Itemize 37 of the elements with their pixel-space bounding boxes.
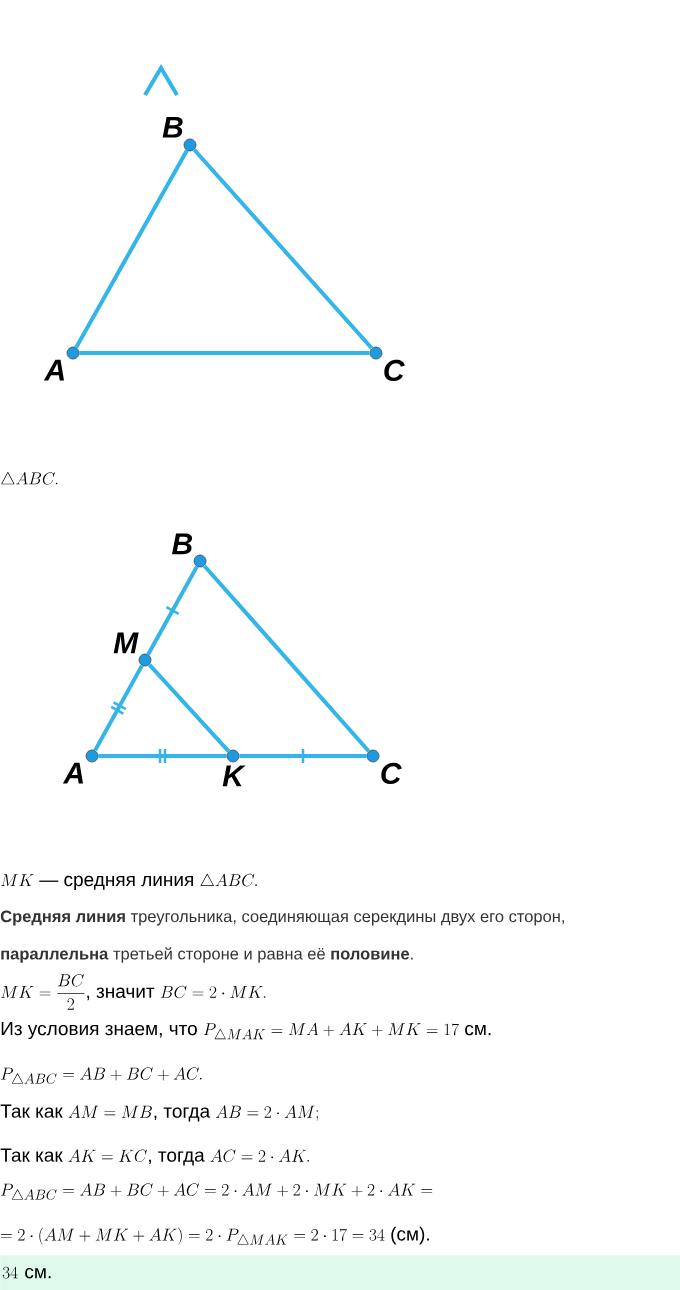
line-segment [74,149,189,349]
vertex-point: A [62,749,99,784]
line-segment [98,754,227,758]
line-segment [147,663,231,753]
formula-line: $\text{Из условия знаем, что }P_{\triangle MAK}=MA+AK+MK=17\text{ см.}$ [1,1022,491,1040]
vertex-point: A [43,346,80,381]
formula-line: $\text{Так как }AK=KC\text{, тогда }AC=2\cdot AK.$ [0,1148,309,1166]
vertex-point: K [222,749,246,787]
node-label: C [381,762,402,785]
answer-band: $34\text{ см.}$ [0,1255,680,1290]
text-line: Средняя линия треугольника, соединяющая серекдины двух его сторон, [0,910,564,926]
node-label: B [172,533,193,555]
vertex-point: C [369,346,405,382]
formula-line: $=2\cdot(AM+MK+AK)=2\cdot P_{\triangle MAK}=2\cdot 17=34\text{ (см).}$ [1,1226,429,1245]
formula-line: $\text{Так как }AM=MB\text{, тогда }AB=2\cdot AM;$ [0,1104,319,1122]
formula-line: $MK\text{ — средняя линия }\triangle ABC.$ [1,873,257,890]
formula-line: $\triangle ABC.$ [1,471,58,485]
line-segment [202,564,371,753]
line-segment [146,565,199,656]
line-segment [192,148,374,350]
node-label: A [62,762,83,784]
node-label: M [113,632,139,654]
formula-line: $P_{\triangle ABC}=AB+BC+AC=2\cdot AM+2\cdot MK+2\cdot AK=$ [1,1183,433,1200]
node-label: B [162,116,183,138]
vertex-point: M [113,632,152,667]
vertex-point: C [366,749,402,785]
formula-line: $P_{\triangle ABC}=AB+BC+AC.$ [1,1067,202,1084]
line-segment [239,754,367,758]
vertex-point: B [172,533,207,568]
text-line: параллельна третьей стороне и равна её половине. [1,947,413,963]
formula-line: $MK=\dfrac{BC}{2}\text{, значит }BC=2\cdot MK.$ [1,973,266,1010]
line-segment [79,351,370,355]
line-segment [93,664,144,752]
node-label: C [384,359,405,382]
vertex-point: B [162,116,197,152]
node-label: A [43,359,64,381]
node-label: K [222,765,246,787]
